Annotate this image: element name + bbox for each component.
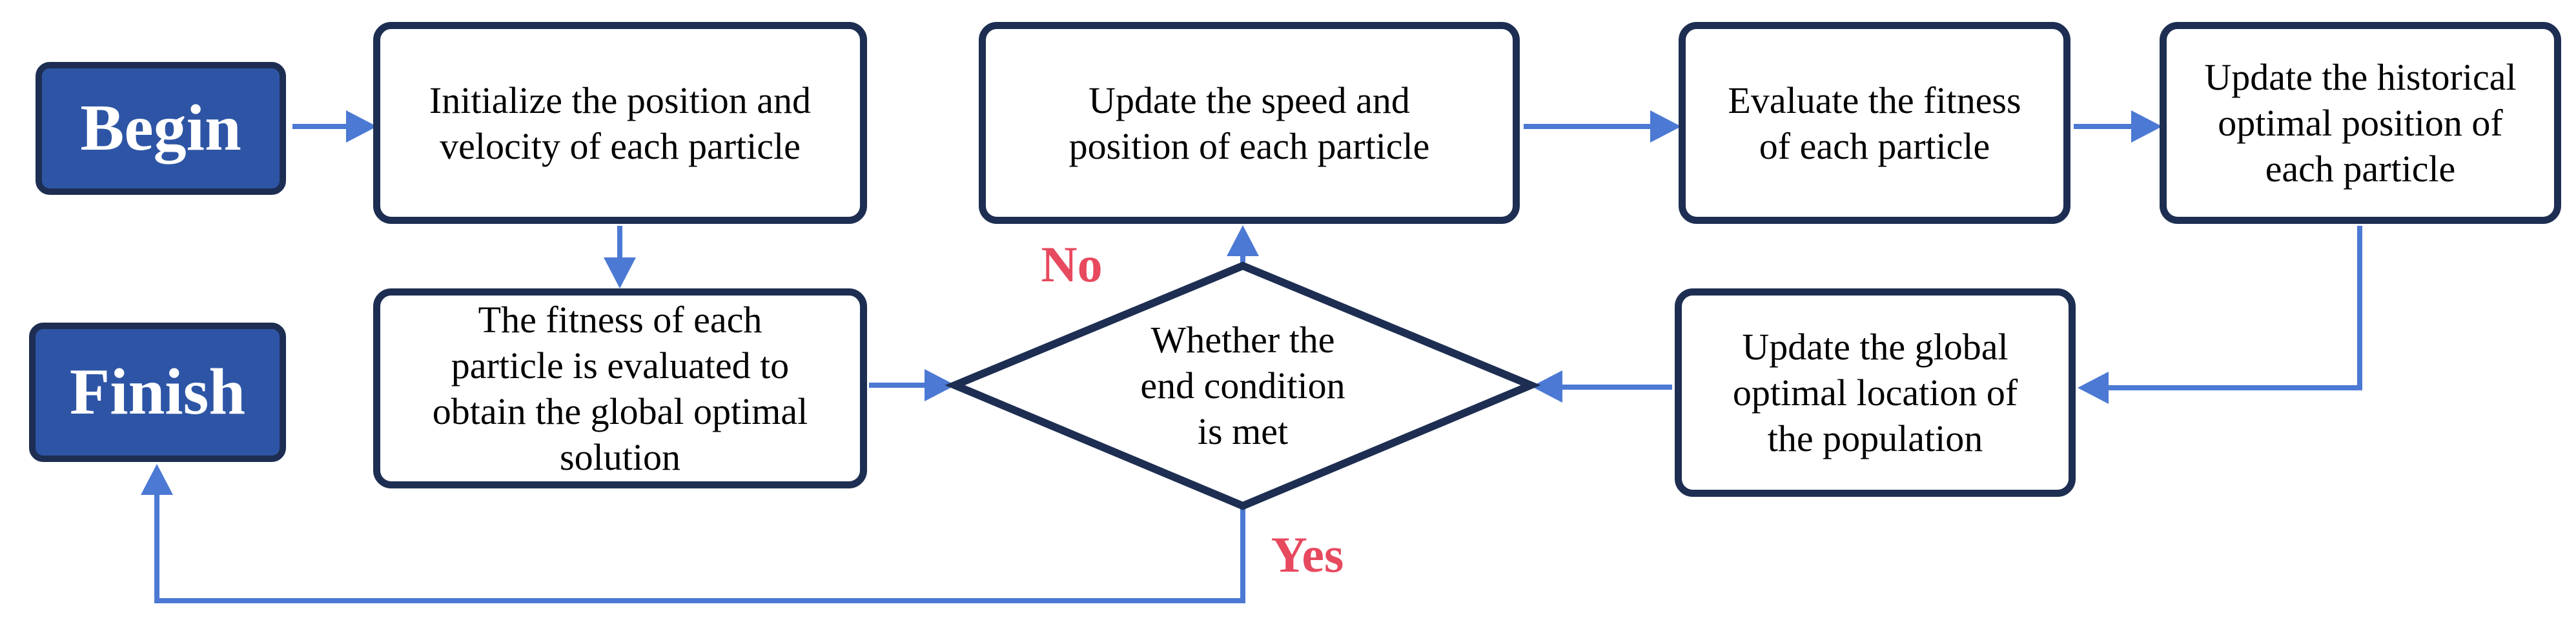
- node-text-line: Initialize the position and: [429, 79, 812, 121]
- arrow-begin-to-initialize: [292, 110, 377, 143]
- edge-label-no: No: [1041, 236, 1103, 292]
- arrow-update-global-to-decision: [1531, 370, 1672, 403]
- node-update-historical: Update the historical optimal position o…: [2160, 22, 2561, 224]
- node-update-global: Update the global optimal location of th…: [1675, 288, 2076, 497]
- node-text-line: Update the speed and: [1089, 79, 1410, 121]
- node-evaluate-global: The fitness of each particle is evaluate…: [373, 288, 867, 488]
- node-text-line: optimal location of: [1732, 372, 2018, 414]
- node-evaluate-fitness: Evaluate the fitness of each particle: [1679, 22, 2070, 224]
- edge-label-yes: Yes: [1271, 526, 1344, 583]
- node-text-line: position of each particle: [1068, 125, 1430, 167]
- node-text-line: Update the historical: [2204, 56, 2517, 98]
- node-begin-label: Begin: [80, 92, 241, 165]
- node-initialize: Initialize the position and velocity of …: [373, 22, 867, 224]
- arrow-initialize-to-evaluate-global: [604, 226, 636, 288]
- arrow-evaluate-global-to-decision: [869, 369, 956, 401]
- node-text-line: each particle: [2265, 148, 2456, 190]
- node-text-line: is met: [1197, 410, 1289, 452]
- node-text-line: the population: [1767, 417, 1983, 459]
- node-text-line: particle is evaluated to: [451, 345, 790, 386]
- node-finish: Finish: [29, 323, 286, 462]
- node-text-line: obtain the global optimal: [432, 390, 808, 432]
- node-begin: Begin: [36, 62, 286, 195]
- node-text-line: Whether the: [1150, 318, 1335, 361]
- arrow-update-historical-to-update-global: [2078, 226, 2362, 404]
- decision-diamond-shape: [945, 261, 1541, 510]
- arrow-decision-yes-to-finish: [141, 464, 1245, 603]
- node-text-line: velocity of each particle: [440, 125, 801, 167]
- arrow-evaluate-fitness-to-update-historical: [2074, 110, 2162, 143]
- node-decision: Whether the end condition is met: [1049, 310, 1436, 461]
- node-text-line: of each particle: [1759, 125, 1990, 167]
- node-finish-label: Finish: [69, 356, 246, 428]
- node-text-line: Update the global: [1742, 326, 2009, 368]
- node-text-line: optimal position of: [2218, 102, 2503, 144]
- node-text-line: solution: [560, 436, 680, 478]
- arrow-decision-no-to-update-speed: [1227, 225, 1259, 267]
- node-update-speed: Update the speed and position of each pa…: [979, 22, 1520, 224]
- node-text-line: end condition: [1140, 364, 1345, 406]
- arrow-update-speed-to-evaluate-fitness: [1524, 110, 1681, 143]
- node-text-line: The fitness of each: [478, 299, 762, 341]
- node-text-line: Evaluate the fitness: [1728, 79, 2021, 121]
